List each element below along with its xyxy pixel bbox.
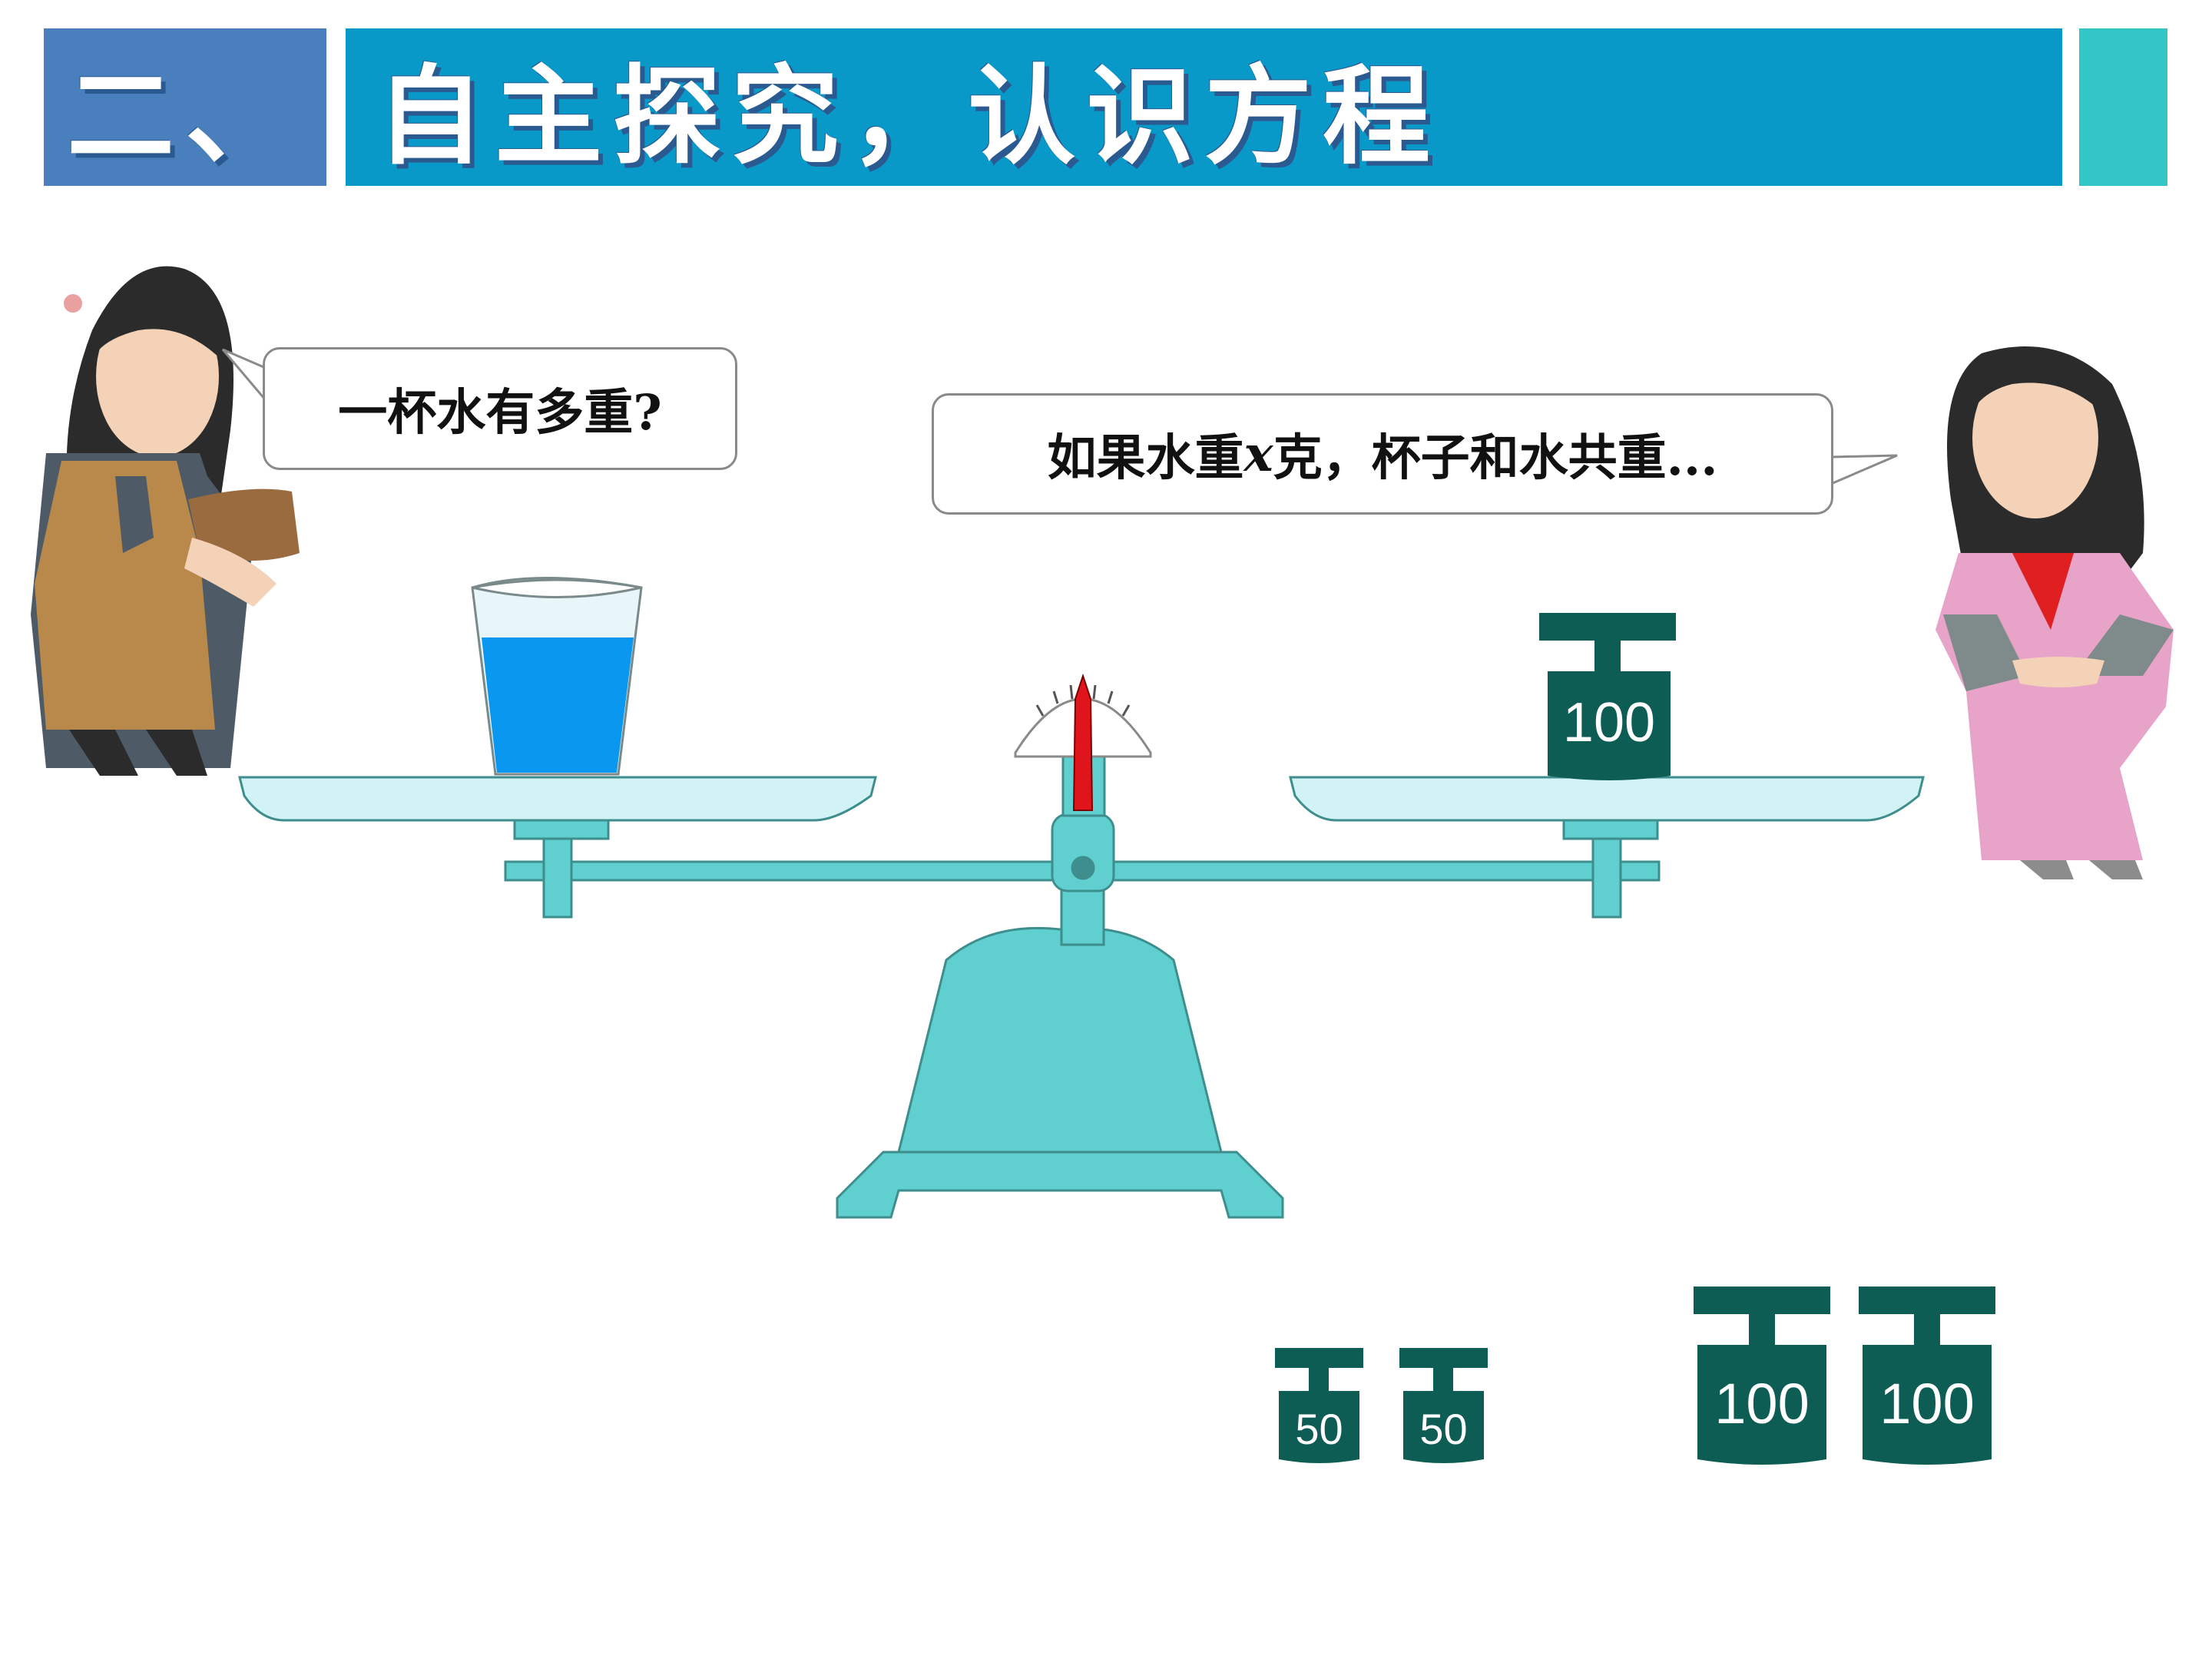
balance-base — [836, 866, 1284, 1219]
water-cup — [471, 577, 643, 776]
section-number: 二、 — [66, 54, 303, 180]
left-speech-bubble: 一杯水有多重? — [263, 347, 737, 470]
spare-weight-label-3: 100 — [1879, 1372, 1975, 1435]
spare-weight-label-2: 100 — [1714, 1372, 1810, 1435]
balance-pointer — [1072, 673, 1094, 811]
right-bubble-variable: x — [1243, 425, 1273, 483]
right-bubble-text-before: 如果水重 — [1047, 429, 1244, 487]
right-pan — [1289, 776, 1925, 822]
left-girl-illustration — [31, 266, 300, 776]
right-girl-illustration — [1936, 346, 2174, 879]
title-bar: 自主探究，认识方程 — [346, 28, 2062, 186]
pan-weight-100 — [1539, 613, 1676, 780]
right-bubble-tail — [1830, 454, 1898, 486]
balance-gauge — [1014, 673, 1152, 817]
left-bubble-text: 一杯水有多重? — [338, 384, 662, 442]
header-accent — [2079, 28, 2167, 186]
right-bubble-text-after: 克，杯子和水共重... — [1273, 429, 1718, 487]
spare-weight-100-b — [1859, 1286, 1995, 1465]
page-title: 自主探究，认识方程 — [376, 54, 1442, 180]
spare-weight-label-0: 50 — [1295, 1405, 1343, 1453]
spare-weight-50-b — [1399, 1348, 1488, 1463]
spare-weight-50-a — [1275, 1348, 1363, 1463]
balance-beam — [504, 813, 1661, 919]
spare-weight-100-a — [1694, 1286, 1830, 1465]
section-number-box: 二、 — [44, 28, 326, 186]
pan-weight-label: 100 — [1562, 692, 1656, 753]
left-pan — [238, 776, 877, 822]
spare-weight-label-1: 50 — [1419, 1405, 1468, 1453]
